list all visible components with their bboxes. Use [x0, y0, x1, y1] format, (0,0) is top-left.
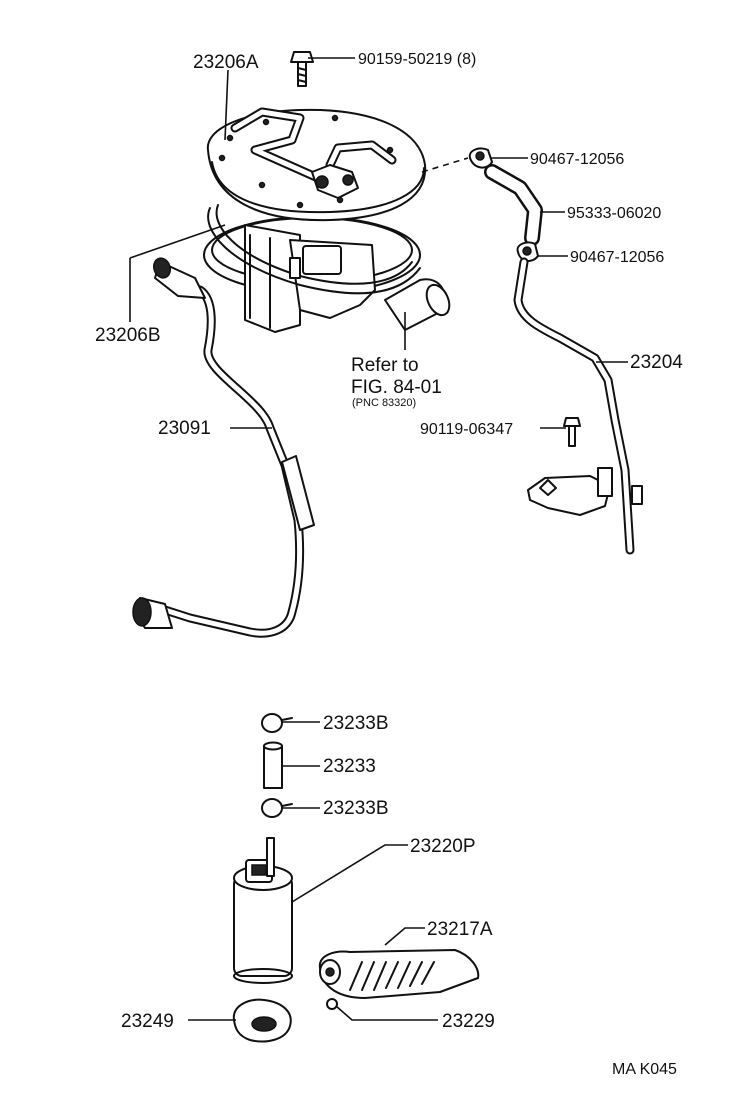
clip-23229 — [326, 998, 338, 1010]
hose-and-clamps — [468, 147, 543, 262]
bolt-90159 — [290, 51, 314, 87]
label-23233B-top: 23233B — [323, 713, 389, 734]
part-labels: 23206A 90159-50219 (8) 90467-12056 95333… — [95, 51, 683, 1078]
label-90467-12056-top: 90467-12056 — [530, 151, 624, 168]
refer-fig-text: FIG. 84-01 — [351, 377, 442, 398]
label-23229: 23229 — [442, 1011, 495, 1032]
label-23249: 23249 — [121, 1011, 174, 1032]
label-90159-50219: 90159-50219 (8) — [358, 51, 476, 68]
label-90467-12056-bottom: 90467-12056 — [570, 249, 664, 266]
refer-to-text: Refer to — [351, 355, 419, 376]
label-23233B-bottom: 23233B — [323, 798, 389, 819]
fuel-pump-bracket-assembly — [203, 107, 451, 333]
label-95333-06020: 95333-06020 — [567, 205, 661, 222]
fuel-tube-23204 — [513, 257, 643, 555]
hose-clamp-top-23233B — [261, 713, 293, 733]
figure-code: MA K045 — [612, 1061, 677, 1078]
screw-90119 — [563, 417, 581, 447]
cushion-23249 — [232, 998, 292, 1043]
label-23206B: 23206B — [95, 325, 161, 346]
label-23220P: 23220P — [410, 836, 476, 857]
label-23206A: 23206A — [193, 52, 259, 73]
fuel-pump-23220P — [233, 837, 293, 984]
label-23091: 23091 — [158, 418, 211, 439]
fuel-tube-23091 — [132, 257, 315, 638]
hose-23233 — [263, 741, 283, 789]
leader-lines — [129, 57, 628, 1021]
label-23217A: 23217A — [427, 919, 493, 940]
label-23233: 23233 — [323, 756, 376, 777]
label-90119-06347: 90119-06347 — [420, 421, 513, 438]
refer-pnc-text: (PNC 83320) — [352, 397, 416, 409]
fuel-filter-23217A — [318, 949, 480, 999]
label-23204: 23204 — [630, 352, 683, 373]
